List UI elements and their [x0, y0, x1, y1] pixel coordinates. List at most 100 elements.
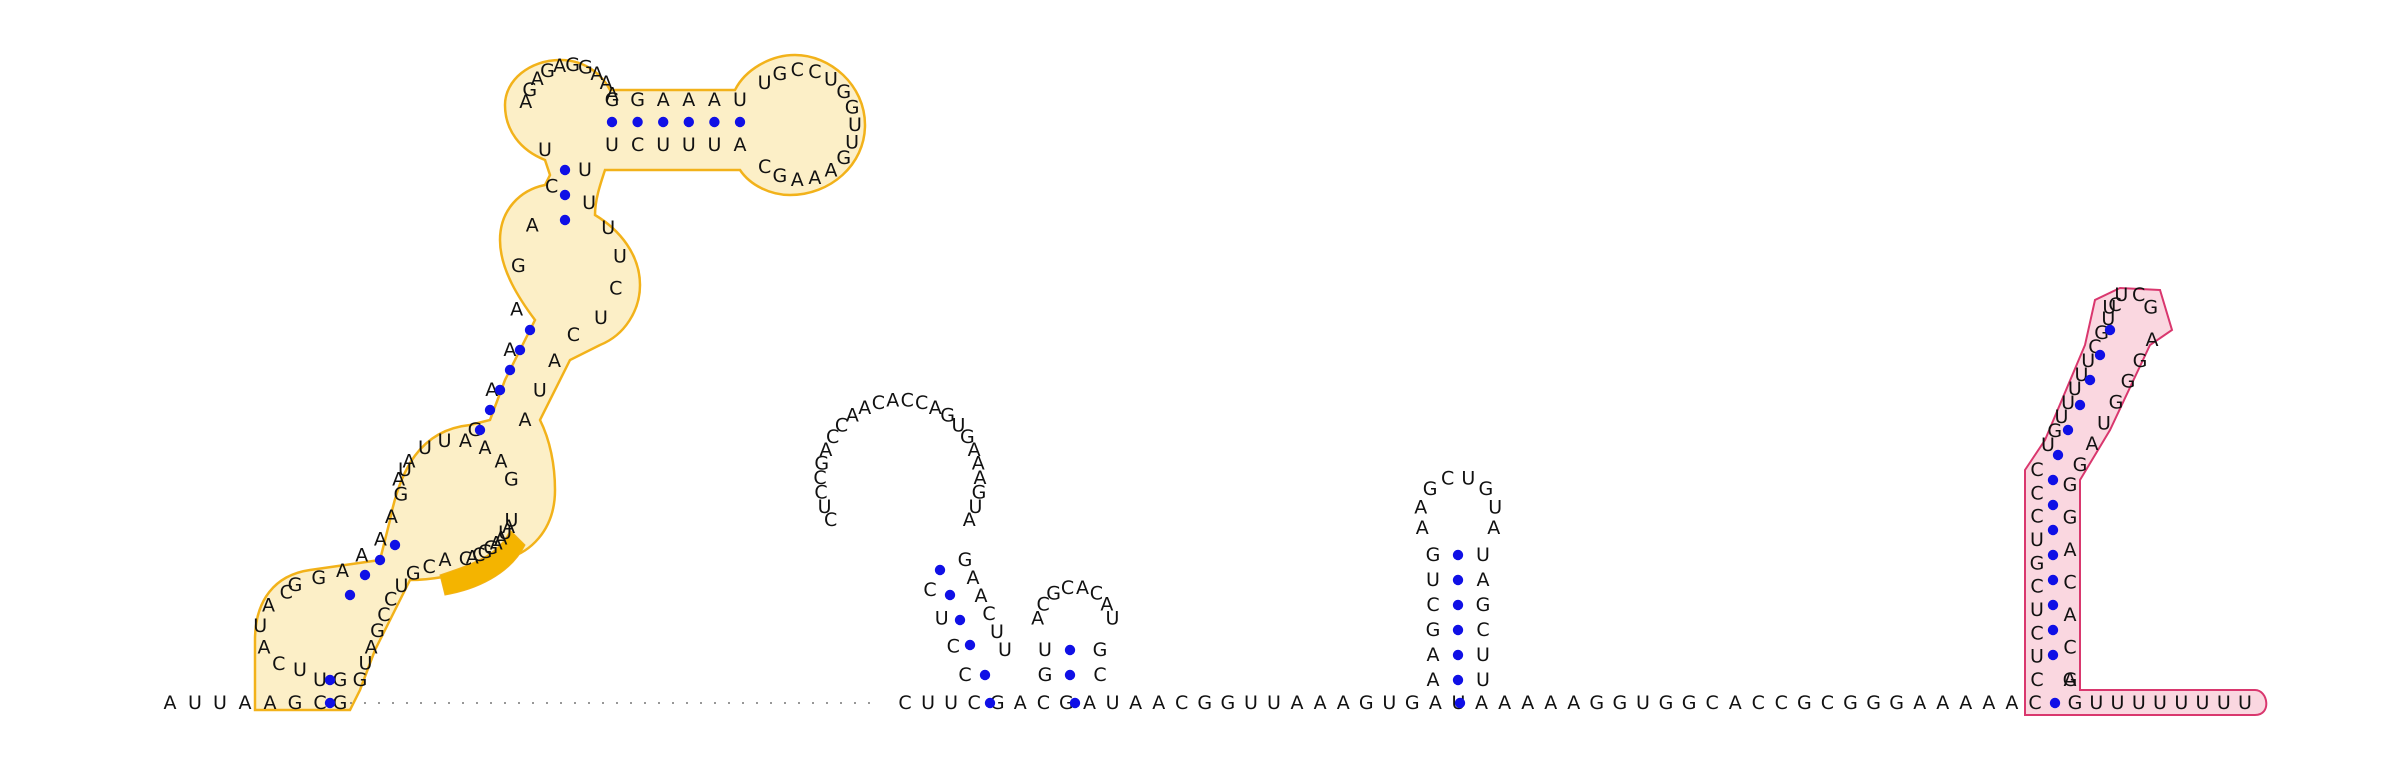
baseline-nucleotide: G — [1843, 692, 1858, 714]
highlight-outline-helix-d — [2024, 286, 2268, 716]
helix-d-stem-right-upper: G — [2109, 392, 2124, 414]
helix-a-loop-nucleotide: U — [293, 659, 307, 681]
baseline-nucleotide: A — [1913, 692, 1926, 714]
helix-b-loop-nucleotide: A — [974, 467, 987, 489]
helix-a-loop-nucleotide: C — [459, 548, 472, 570]
helix-a-apex-nucleotide: C — [808, 61, 821, 83]
base-pair-dot — [2047, 524, 2059, 536]
helix-a-nucleotide: U — [582, 192, 596, 214]
baseline-nucleotide: U — [2111, 692, 2125, 714]
highlight-region-helix-d — [2024, 286, 2268, 716]
helix-b-apex-nucleotide: C — [1090, 583, 1103, 605]
base-pair-dot — [324, 674, 336, 686]
helix-a-nucleotide: A — [548, 350, 561, 372]
helix-b-stem-left: C — [947, 636, 960, 658]
helix-d-stem-right: C — [2063, 637, 2076, 659]
helix-c-stem-right: G — [1476, 594, 1491, 616]
helix-b-loop-nucleotide: G — [940, 405, 955, 427]
helix-a-apex-nucleotide: G — [836, 147, 851, 169]
helix-b-small-left: U — [1038, 639, 1052, 661]
helix-c-stem-right: U — [1476, 644, 1490, 666]
helix-a-nucleotide: G — [394, 483, 409, 505]
base-pair-dot — [2084, 374, 2096, 386]
base-pair-dot — [1452, 549, 1464, 561]
helix-a-loop-nucleotide: A — [479, 437, 492, 459]
helix-b-stem-left: C — [923, 579, 936, 601]
helix-b-small-left: G — [1038, 664, 1053, 686]
helix-a-nucleotide: A — [385, 506, 398, 528]
helix-a-loop-nucleotide: U — [418, 437, 432, 459]
helix-a-loop-nucleotide: A — [459, 430, 472, 452]
base-pair-dot — [984, 697, 996, 709]
helix-a-loop-nucleotide: G — [504, 469, 519, 491]
helix-a-nucleotide: A — [510, 298, 523, 320]
helix-b-loop-nucleotide: A — [858, 397, 871, 419]
base-pair-dot — [2047, 624, 2059, 636]
helix-a-loop-nucleotide: U — [504, 510, 518, 532]
baseline-nucleotide: A — [1314, 692, 1327, 714]
helix-b-stem-left: C — [958, 664, 971, 686]
helix-a-apex-nucleotide: A — [808, 167, 821, 189]
helix-a-loop-nucleotide: A — [466, 547, 479, 569]
helix-d-apex-nucleotide: U — [2114, 284, 2128, 306]
base-pair-dot — [2047, 599, 2059, 611]
helix-d-stem-left: C — [2030, 622, 2043, 644]
helix-a-loop-nucleotide: U — [498, 522, 512, 544]
helix-d-stem-right-upper: G — [2121, 371, 2136, 393]
helix-d-stem-left: C — [2030, 459, 2043, 481]
baseline-nucleotide: A — [1152, 692, 1165, 714]
helix-a-nucleotide: C — [384, 588, 397, 610]
base-pair-dot — [2047, 574, 2059, 586]
helix-b-apex-nucleotide: U — [1105, 607, 1119, 629]
base-pair-dot — [1452, 599, 1464, 611]
helix-a-nucleotide: A — [519, 409, 532, 431]
baseline-nucleotide: C — [968, 692, 981, 714]
helix-a-apex-nucleotide: A — [590, 63, 603, 85]
helix-d-stem-left-upper: U — [2061, 392, 2075, 414]
base-pair-dot — [559, 189, 571, 201]
helix-c-stem-right: C — [1476, 619, 1489, 641]
base-pair-dot — [2074, 399, 2086, 411]
helix-a-stem-bottom: A — [734, 134, 747, 156]
helix-d-stem-left: C — [2030, 669, 2043, 691]
helix-c-loop-nucleotide: U — [1461, 467, 1475, 489]
helix-a-apex-nucleotide: A — [600, 72, 613, 94]
helix-d-stem-right: A — [2064, 604, 2077, 626]
baseline-nucleotide: U — [1267, 692, 1281, 714]
helix-d-stem-left: C — [2030, 506, 2043, 528]
base-pair-dot — [504, 364, 516, 376]
base-pair-dot — [632, 116, 643, 128]
base-pair-dot — [1452, 624, 1464, 636]
helix-b-apex-nucleotide: C — [1061, 577, 1074, 599]
helix-b-stem-right: G — [958, 549, 973, 571]
helix-d-stem-left-upper: G — [2094, 322, 2109, 344]
baseline-nucleotide: G — [288, 692, 303, 714]
helix-a-nucleotide: C — [422, 556, 435, 578]
base-pair-dot — [494, 384, 506, 396]
helix-d-stem-right: G — [2063, 507, 2078, 529]
helix-a-apex-nucleotide: A — [791, 169, 804, 191]
helix-a-loop-nucleotide: A — [258, 637, 271, 659]
helix-a-nucleotide: C — [545, 176, 558, 198]
helix-c-loop-nucleotide: G — [1423, 478, 1438, 500]
base-pair-dot — [734, 116, 746, 128]
helix-a-apex-nucleotide: U — [845, 132, 859, 154]
baseline-nucleotide: G — [1682, 692, 1697, 714]
baseline-nucleotide: U — [2132, 692, 2146, 714]
base-pair-dot — [2052, 449, 2064, 461]
helix-a-nucleotide: C — [377, 604, 390, 626]
baseline-nucleotide: U — [1106, 692, 1120, 714]
helix-a-apex-nucleotide: G — [773, 63, 788, 85]
baseline-nucleotide: G — [1659, 692, 1674, 714]
base-pair-dot — [979, 669, 991, 681]
helix-a-nucleotide: C — [567, 324, 580, 346]
baseline-nucleotide: U — [944, 692, 958, 714]
helix-a-nucleotide: U — [359, 653, 373, 675]
helix-a-apex-nucleotide: G — [845, 97, 860, 119]
base-pair-dot — [2047, 649, 2059, 661]
helix-a-nucleotide: A — [526, 215, 539, 237]
baseline-nucleotide: G — [1221, 692, 1236, 714]
highlight-outline-helix-a — [253, 53, 867, 712]
helix-a-apex-nucleotide: G — [522, 79, 537, 101]
